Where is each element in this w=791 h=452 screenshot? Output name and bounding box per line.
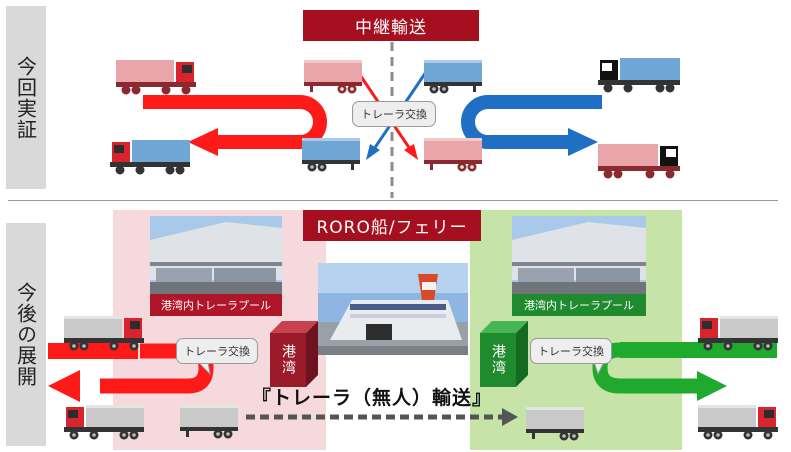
current-side-label: 今回実証 <box>6 6 46 189</box>
unmanned-transport-caption: 『トレーラ（無人）輸送』 <box>252 383 491 410</box>
left-port-label: 港湾 <box>270 333 306 387</box>
red-route-arrow <box>143 95 327 149</box>
right-warehouse-photo <box>512 216 646 294</box>
relay-exchange-callout: トレーラ交換 <box>352 101 436 127</box>
future-title-text: RORO船/フェリー <box>316 218 468 238</box>
current-title-text: 中継輸送 <box>355 18 427 38</box>
blue-trailer-icon <box>424 60 482 94</box>
future-side-label-text: 今後の展開 <box>13 282 38 387</box>
left-port-label-text: 港湾 <box>280 344 296 376</box>
ship-photo <box>318 263 468 355</box>
red-truck-blue-trailer-left-icon <box>110 140 190 175</box>
right-pool-label: 港湾内トレーラプール <box>512 294 646 316</box>
red-truck-blue-trailer-icon <box>116 60 196 95</box>
current-title: 中継輸送 <box>303 10 479 41</box>
left-pool-label-text: 港湾内トレーラプール <box>161 299 271 312</box>
blue-route-arrow <box>461 95 602 149</box>
pink-trailer-swapped-icon <box>424 138 482 172</box>
unmanned-transport-arrowhead <box>502 408 518 426</box>
future-title: RORO船/フェリー <box>303 210 481 241</box>
right-port-block-icon <box>480 321 528 387</box>
section-divider <box>8 200 778 201</box>
right-pool-label-text: 港湾内トレーラプール <box>524 299 634 312</box>
current-side-label-text: 今回実証 <box>13 55 38 140</box>
black-truck-blue-trailer-icon <box>598 58 680 93</box>
left-outbound-truck-icon <box>64 405 144 440</box>
left-inbound-arrow <box>48 343 138 359</box>
left-exchange-callout: トレーラ交換 <box>176 338 258 364</box>
pink-trailer-icon <box>304 60 362 94</box>
blue-route-arrowhead <box>568 128 598 156</box>
right-port-label-text: 港湾 <box>490 344 506 376</box>
left-pool-label: 港湾内トレーラプール <box>150 294 282 316</box>
right-unmanned-trailer-icon <box>526 407 584 441</box>
red-route-arrowhead <box>188 128 218 156</box>
black-truck-pink-trailer-icon <box>598 144 680 179</box>
right-outbound-arrow <box>620 342 777 358</box>
relay-exchange-label: トレーラ交換 <box>361 108 427 121</box>
right-exchange-callout: トレーラ交換 <box>530 338 612 364</box>
left-return-arrowhead <box>48 370 80 402</box>
right-exchange-label: トレーラ交換 <box>538 345 604 358</box>
right-pool-label-bg <box>512 294 646 316</box>
unmanned-transport-caption-text: 『トレーラ（無人）輸送』 <box>252 387 493 409</box>
future-side-label: 今後の展開 <box>6 223 46 446</box>
right-return-arrowhead <box>697 371 727 401</box>
right-port-label: 港湾 <box>480 333 516 387</box>
left-pool-label-bg <box>150 294 282 316</box>
right-outbound-truck-icon <box>698 405 778 440</box>
left-port-block-icon <box>270 321 318 387</box>
left-unmanned-trailer-icon <box>180 405 238 439</box>
left-warehouse-photo <box>150 216 282 294</box>
blue-trailer-swapped-icon <box>302 138 360 172</box>
left-exchange-label: トレーラ交換 <box>184 345 250 358</box>
